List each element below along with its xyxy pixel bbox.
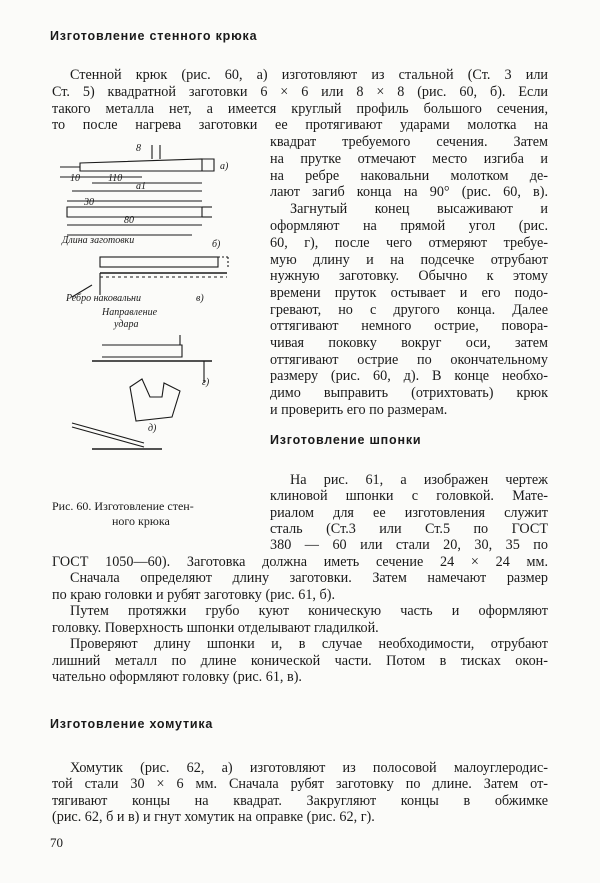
paragraph-line: квадрат требуемого сечения. Затем bbox=[270, 134, 548, 150]
paragraph-line: оттягивают немного острие, повора- bbox=[270, 318, 548, 334]
paragraph-line: по краю головки и рубят заготовку (рис. … bbox=[52, 587, 336, 603]
paragraph-line: 380 — 60 или стали 20, 30, 35 по bbox=[270, 537, 548, 553]
paragraph-line: чивая поковку вокруг оси, затем bbox=[270, 335, 548, 351]
paragraph-line: Загнутый конец высаживают и bbox=[290, 201, 548, 217]
paragraph-line: нужную заготовку. Обычно к этому bbox=[270, 268, 548, 284]
dim-label: а1 bbox=[136, 181, 146, 192]
paragraph-line: Стенной крюк (рис. 60, а) изготовляют из… bbox=[70, 67, 548, 83]
section-heading-key: Изготовление шпонки bbox=[270, 433, 422, 447]
paragraph-line: и проверить его по размерам. bbox=[270, 402, 448, 418]
paragraph-line: димо выправить (отрихтовать) крюк bbox=[270, 385, 548, 401]
paragraph-line: лишний металл по длине конической части.… bbox=[52, 653, 548, 669]
figure-caption: ного крюка bbox=[112, 514, 170, 528]
paragraph-line: размеру (рис. 60, д). В конце необхо- bbox=[270, 368, 548, 384]
dim-label: 80 bbox=[124, 215, 134, 226]
figure-60-drawing: 8 10 110 а1 а) 30 80 Длина заготовки б) … bbox=[60, 143, 229, 450]
paragraph-line: головку. Поверхность шпонки отделывают г… bbox=[52, 620, 379, 636]
paragraph-line: гревают, но с другого конца. Далее bbox=[270, 302, 548, 318]
dim-label: 10 bbox=[70, 173, 80, 184]
paragraph-line: (рис. 62, б и в) и гнут хомутик на оправ… bbox=[52, 809, 375, 825]
fig-label-v: в) bbox=[196, 293, 204, 304]
paragraph-line: на прутке отмечают место изгиба и bbox=[270, 151, 548, 167]
paragraph-line: Сначала определяют длину заготовки. Зате… bbox=[70, 570, 548, 586]
anvil-edge-label: Ребро наковальни bbox=[65, 293, 141, 304]
fig-label-b: б) bbox=[212, 239, 221, 250]
paragraph-line: на ребре наковальни молотком де- bbox=[270, 168, 548, 184]
length-label: Длина заготовки bbox=[61, 235, 134, 246]
paragraph-line: времени пруток остывает и его подо- bbox=[270, 285, 548, 301]
paragraph-line: На рис. 61, а изображен чертеж bbox=[290, 472, 548, 488]
paragraph-line: Путем протяжки грубо куют коническую час… bbox=[70, 603, 548, 619]
section-heading-hook: Изготовление стенного крюка bbox=[50, 29, 258, 43]
paragraph-line: то после нагрева заготовки ее протягиваю… bbox=[52, 117, 548, 133]
paragraph-line: оттягивают острие по окончательному bbox=[270, 352, 548, 368]
paragraph-line: сталь (Ст.3 или Ст.5 по ГОСТ bbox=[270, 521, 548, 537]
dim-label: 30 bbox=[83, 197, 94, 208]
paragraph-line: 60, г), после чего отмеряют требуе- bbox=[270, 235, 548, 251]
paragraph-line: лают загиб конца на 90° (рис. 60, в). bbox=[270, 184, 548, 200]
dim-label: 110 bbox=[108, 173, 122, 184]
blow-direction-label: удара bbox=[113, 319, 138, 330]
paragraph-line: тягивают концы на квадрат. Закругляют ко… bbox=[52, 793, 548, 809]
paragraph-line: мую длину и на подсечке отрубают bbox=[270, 252, 548, 268]
paragraph-line: Проверяют длину шпонки и, в случае необх… bbox=[70, 636, 548, 652]
paragraph-line: Хомутик (рис. 62, а) изготовляют из поло… bbox=[70, 760, 548, 776]
paragraph-line: оформляют на прямой угол (рис. bbox=[270, 218, 548, 234]
paragraph-line: той стали 30 × 6 мм. Сначала рубят загот… bbox=[52, 776, 548, 792]
figure-caption: Рис. 60. Изготовление стен- bbox=[52, 499, 194, 513]
blow-direction-label: Направление bbox=[101, 307, 158, 318]
section-heading-clamp: Изготовление хомутика bbox=[50, 717, 214, 731]
paragraph-line: клиновой шпонки с головкой. Мате- bbox=[270, 488, 548, 504]
paragraph-line: ГОСТ 1050—60). Заготовка должна иметь се… bbox=[52, 554, 548, 570]
paragraph-line: риалом для ее изготовления служит bbox=[270, 505, 548, 521]
page-number: 70 bbox=[50, 835, 63, 850]
fig-label-a: а) bbox=[220, 161, 229, 172]
paragraph-line: чательно оформляют головку (рис. 61, в). bbox=[52, 669, 302, 685]
fig-label-d: д) bbox=[148, 423, 157, 434]
paragraph-line: Ст. 5) квадратной заготовки 6 × 6 или 8 … bbox=[52, 84, 548, 100]
paragraph-line: такого металла нет, а имеется круглый пр… bbox=[52, 101, 548, 117]
fig-label-g: г) bbox=[202, 377, 210, 388]
dim-label: 8 bbox=[136, 143, 141, 154]
